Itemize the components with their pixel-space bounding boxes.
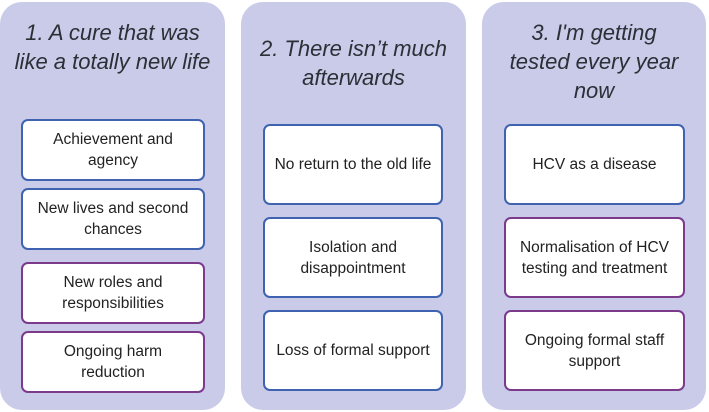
panel-1-box-3: New roles and responsibilities: [21, 262, 205, 324]
panel-2-title: 2. There isn’t much afterwards: [259, 36, 448, 90]
panel-3-box-2: Normalisation of HCV testing and treatme…: [504, 217, 685, 298]
panel-3-box-1: HCV as a disease: [504, 124, 685, 205]
panel-2-box-3: Loss of formal support: [263, 310, 443, 391]
panel-1-box-4: Ongoing harm reduction: [21, 331, 205, 393]
panel-1-box-1: Achievement and agency: [21, 119, 205, 181]
panel-1-box-2: New lives and second chances: [21, 188, 205, 250]
theme-panel-2: 2. There isn’t much afterwards No return…: [241, 2, 466, 410]
panel-2-box-1: No return to the old life: [263, 124, 443, 205]
panel-3-box-3: Ongoing formal staff support: [504, 310, 685, 391]
panel-1-title: 1. A cure that was like a totally new li…: [14, 20, 211, 74]
theme-panel-3: 3. I'm getting tested every year now HCV…: [482, 2, 706, 410]
theme-panel-1: 1. A cure that was like a totally new li…: [0, 2, 225, 410]
panel-2-box-2: Isolation and disappointment: [263, 217, 443, 298]
panel-3-title: 3. I'm getting tested every year now: [509, 20, 679, 103]
